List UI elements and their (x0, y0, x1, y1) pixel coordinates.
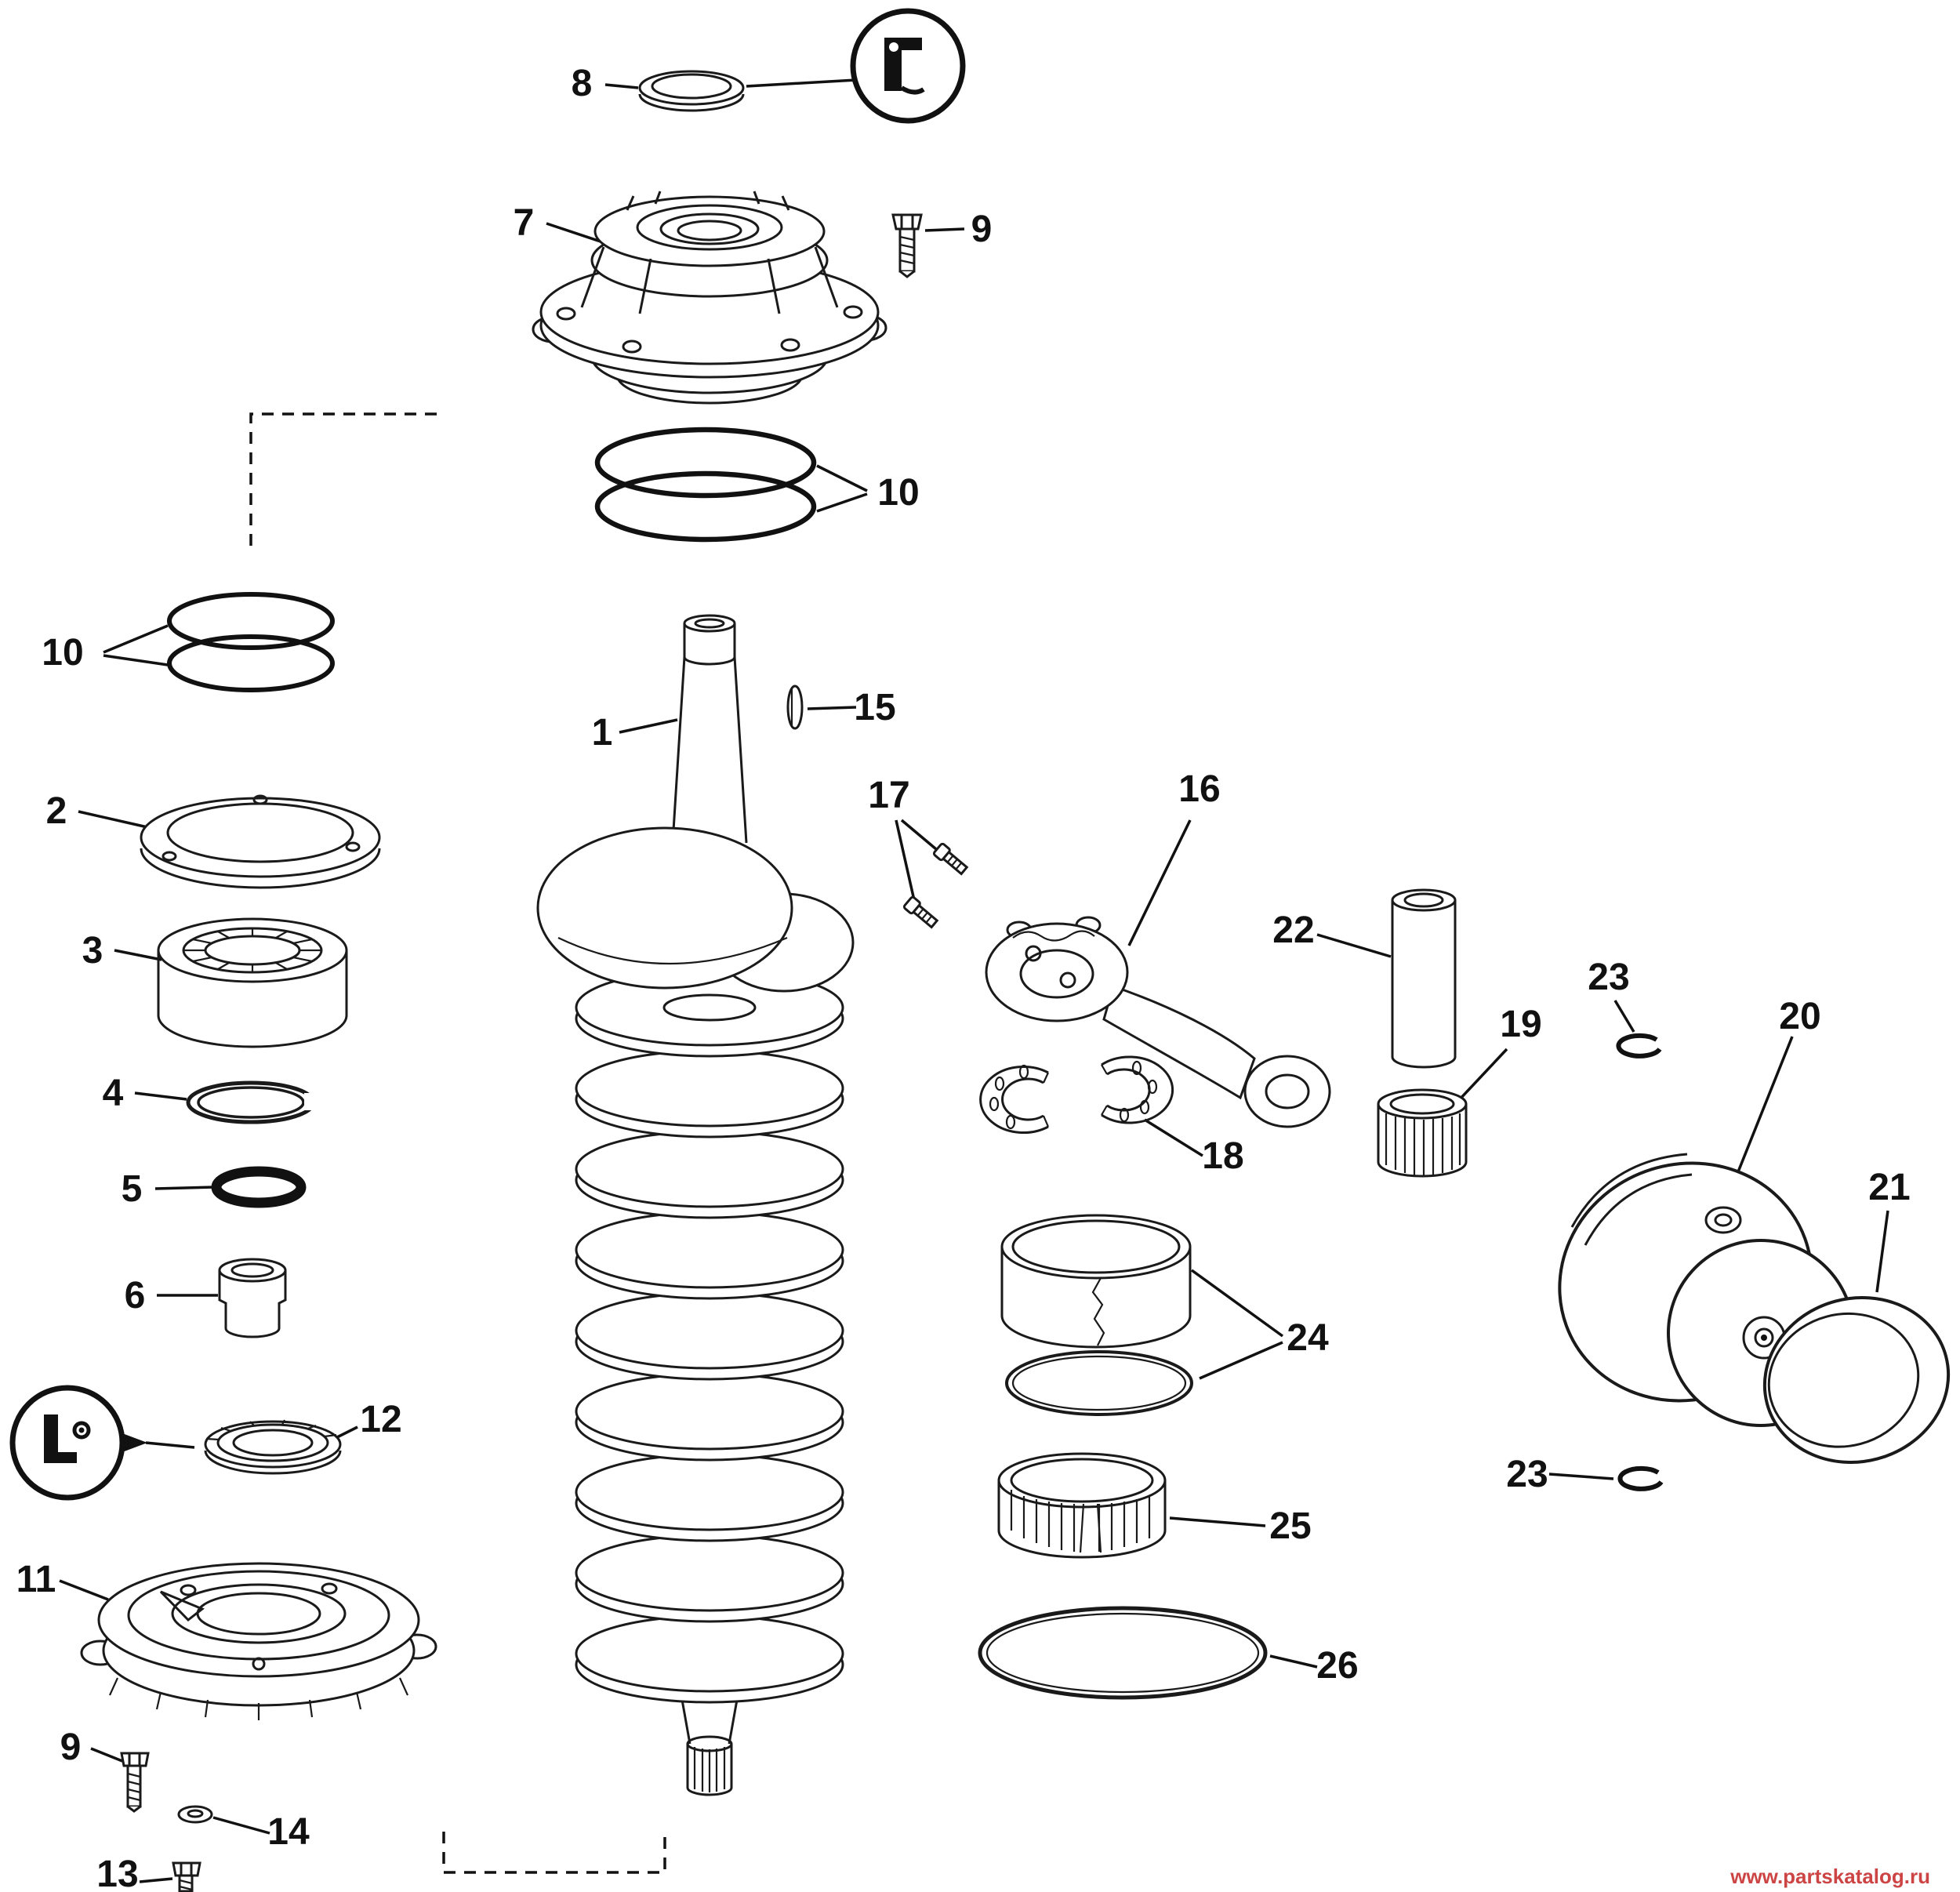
seal-detail-circle (746, 8, 966, 124)
callout-6: 6 (125, 1275, 146, 1316)
washer (177, 1805, 213, 1824)
upper-crankshaft-seal (638, 70, 745, 112)
needle-bearing (1377, 1088, 1468, 1178)
connecting-rod (985, 916, 1331, 1128)
retaining-ring-bottom (1617, 1465, 1664, 1491)
o-ring-pair-right (594, 427, 817, 543)
crank-web-stack (575, 968, 844, 1704)
rod-screw-1 (932, 842, 969, 876)
callout-18: 18 (1202, 1135, 1243, 1177)
bolt-top (891, 213, 923, 278)
callout-3: 3 (82, 930, 103, 971)
seal-face-hatching (205, 1419, 337, 1441)
callout-1: 1 (592, 712, 613, 754)
large-o-ring (978, 1606, 1268, 1700)
cage-rollers (1010, 1490, 1151, 1553)
watermark: www.partskatalog.ru (1730, 1865, 1930, 1888)
lower-bearing-head (80, 1562, 437, 1720)
lower-seal (204, 1419, 342, 1475)
callout-17: 17 (868, 775, 909, 816)
callout-24: 24 (1287, 1317, 1329, 1359)
callout-10-left: 10 (42, 632, 83, 674)
callout-11: 11 (16, 1559, 56, 1600)
callout-23-bottom: 23 (1506, 1454, 1548, 1495)
liner-ring (1005, 1350, 1193, 1416)
callout-26: 26 (1316, 1645, 1358, 1687)
callout-2: 2 (46, 790, 67, 832)
bearing-rollers (183, 928, 321, 972)
lower-seal-detail-circle (9, 1385, 195, 1501)
piston-ring-set (1762, 1296, 1951, 1464)
callout-19: 19 (1500, 1004, 1541, 1045)
upper-bearing-head (532, 191, 887, 405)
seal-cross-section-icon (884, 38, 925, 95)
retainer-plate (140, 794, 381, 889)
callout-16: 16 (1178, 768, 1220, 810)
o-ring-pair-left (167, 592, 335, 692)
woodruff-key (786, 685, 804, 730)
bushing (218, 1258, 287, 1338)
rod-screw-2 (902, 895, 939, 929)
split-roller-cage (997, 1452, 1167, 1559)
needle-rollers (1385, 1113, 1461, 1176)
callout-7: 7 (514, 202, 535, 244)
castellation-ticks (108, 1677, 409, 1720)
callout-21: 21 (1868, 1167, 1910, 1208)
leader-lines (59, 83, 1889, 1883)
callout-15: 15 (854, 687, 895, 728)
callout-8: 8 (572, 63, 593, 104)
o-ring-small (211, 1166, 307, 1208)
lower-seal-cross-section-icon (44, 1414, 91, 1463)
callout-9-bottom: 9 (60, 1727, 82, 1768)
detail-arrow-icon (122, 1433, 147, 1452)
callout-23-top: 23 (1588, 957, 1629, 998)
callout-13: 13 (96, 1854, 138, 1892)
callout-5: 5 (122, 1168, 143, 1210)
bolt-bottom (120, 1752, 150, 1813)
liner-band (1000, 1214, 1192, 1349)
main-bearing (157, 917, 348, 1048)
snap-ring (186, 1080, 320, 1124)
assembly-boundary-dashed-line (249, 412, 666, 1874)
callout-14: 14 (267, 1811, 310, 1853)
callout-12: 12 (360, 1399, 401, 1440)
callout-25: 25 (1269, 1505, 1311, 1547)
callout-4: 4 (103, 1073, 124, 1114)
callout-20: 20 (1779, 996, 1820, 1037)
bolt-13 (172, 1861, 201, 1892)
callout-9-top: 9 (971, 209, 993, 250)
callout-labels: 8 7 9 10 10 2 3 4 5 6 12 11 9 14 13 1 15… (16, 63, 1911, 1892)
callout-22: 22 (1272, 910, 1314, 951)
bearing-cage-halves (979, 1055, 1174, 1134)
crankshaft (536, 614, 855, 1796)
callout-10-right: 10 (877, 472, 919, 514)
retaining-ring-top (1616, 1033, 1662, 1059)
piston-pin (1391, 888, 1457, 1069)
